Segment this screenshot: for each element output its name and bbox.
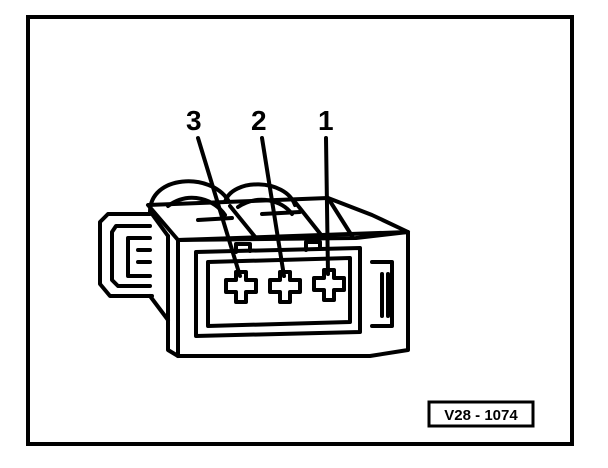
connector-housing [98, 179, 410, 358]
leader-lines [196, 136, 330, 278]
pin-3 [224, 270, 258, 304]
reference-code: V28 - 1074 [444, 407, 518, 424]
pin-2 [268, 270, 302, 304]
locking-clip [98, 212, 154, 298]
pin-1 [312, 268, 346, 302]
leader-line-3 [196, 136, 242, 278]
terminal-pins [224, 268, 346, 304]
reference-box [427, 400, 535, 428]
leader-line-1 [324, 136, 330, 276]
callout-1: 1 [318, 105, 334, 136]
leader-line-2 [260, 136, 286, 278]
wire-boot-middle [223, 182, 297, 207]
housing-front-face [176, 230, 410, 358]
callout-2: 2 [251, 105, 267, 136]
callout-3: 3 [186, 105, 202, 136]
side-latch [370, 260, 394, 328]
figure-frame [26, 15, 574, 446]
wire-boot-left [148, 179, 230, 214]
